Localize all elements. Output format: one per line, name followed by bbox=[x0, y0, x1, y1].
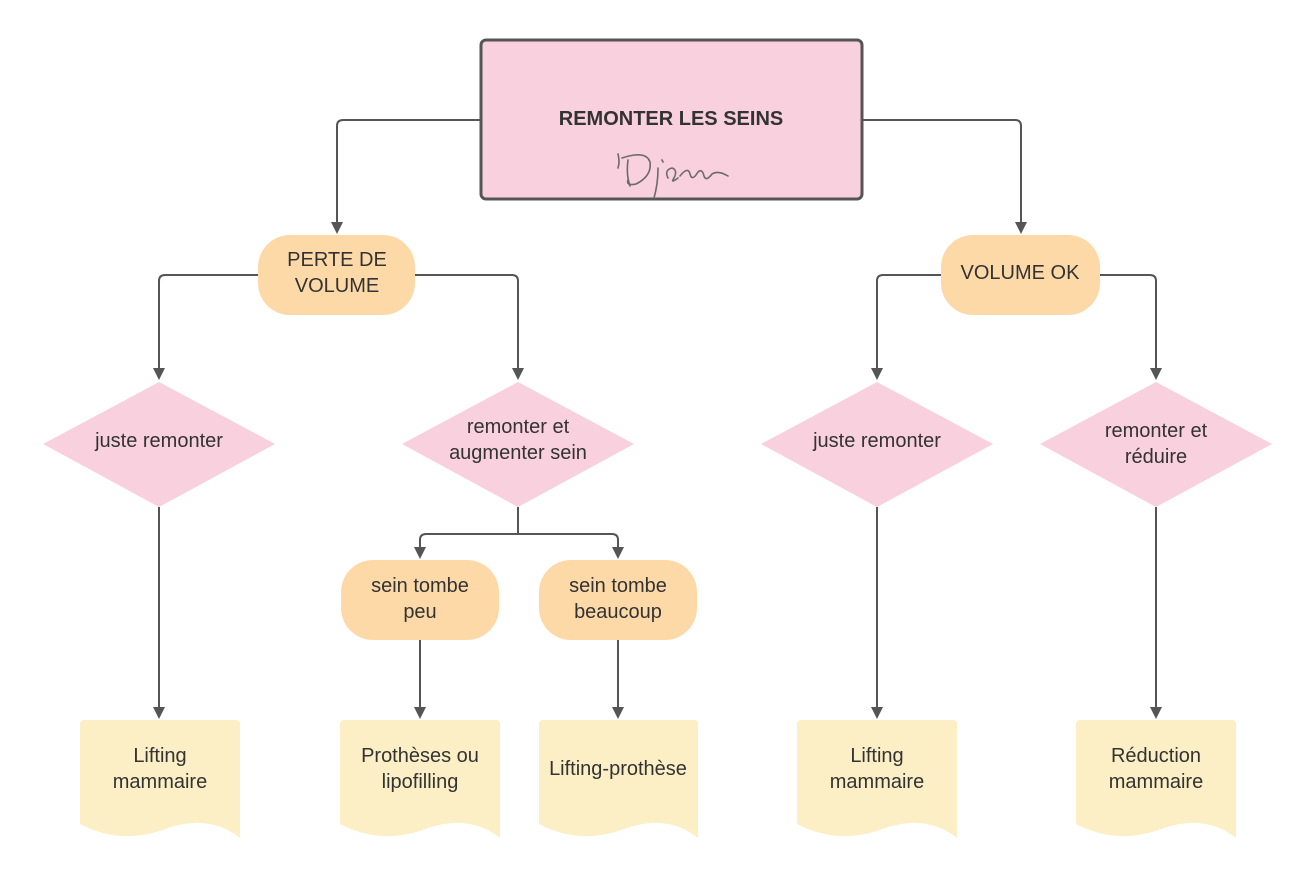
decision-d2-label-line2: augmenter sein bbox=[449, 442, 587, 464]
decision-d4-shape bbox=[1040, 382, 1272, 507]
decision-d3-label: juste remonter bbox=[812, 430, 941, 452]
option-s2-label-line2: beaucoup bbox=[574, 601, 662, 623]
edges bbox=[153, 119, 1162, 719]
signature-mark bbox=[617, 153, 729, 199]
result-r4-label-line2: mammaire bbox=[830, 771, 924, 793]
result-lifting-mammaire-left: Lifting mammaire bbox=[80, 720, 240, 838]
decision-juste-remonter-left: juste remonter bbox=[43, 382, 275, 507]
option-sein-tombe-peu: sein tombe peu bbox=[341, 560, 499, 640]
branch-perte-label-line2: VOLUME bbox=[295, 275, 379, 297]
decision-remonter-augmenter: remonter et augmenter sein bbox=[402, 382, 634, 507]
edge-title-to-perte bbox=[331, 119, 480, 234]
option-s2-label-line1: sein tombe bbox=[569, 575, 667, 597]
edge-volume-to-d3 bbox=[871, 274, 941, 380]
branch-volume-ok-shape bbox=[941, 235, 1100, 315]
result-r3-shape bbox=[539, 720, 698, 838]
decision-d2-shape bbox=[402, 382, 634, 507]
decision-d3-shape bbox=[761, 382, 993, 507]
result-r2-label-line2: lipofilling bbox=[382, 771, 459, 793]
edge-perte-to-d1 bbox=[153, 274, 258, 380]
decision-d4-label-line2: réduire bbox=[1125, 446, 1187, 468]
edge-perte-to-d2 bbox=[415, 274, 524, 380]
decision-d1-shape bbox=[43, 382, 275, 507]
result-protheses-lipofilling: Prothèses ou lipofilling bbox=[340, 720, 500, 838]
result-r5-label-line2: mammaire bbox=[1109, 771, 1203, 793]
result-r1-label-line1: Lifting bbox=[133, 745, 186, 767]
option-s2-shape bbox=[539, 560, 697, 640]
decision-d2-label-line1: remonter et bbox=[467, 416, 570, 438]
edge-d2-to-s1 bbox=[414, 507, 519, 559]
decision-d4-label-line1: remonter et bbox=[1105, 420, 1208, 442]
branch-volume-ok-label: VOLUME OK bbox=[961, 262, 1081, 284]
decision-d1-label: juste remonter bbox=[94, 430, 223, 452]
edge-title-to-volume-ok bbox=[862, 119, 1027, 234]
decision-remonter-reduire: remonter et réduire bbox=[1040, 382, 1272, 507]
result-r5-label-line1: Réduction bbox=[1111, 745, 1201, 767]
branch-volume-ok: VOLUME OK bbox=[941, 235, 1100, 315]
edge-volume-to-d4 bbox=[1100, 274, 1162, 380]
branch-perte-shape bbox=[258, 235, 415, 315]
result-r4-shape bbox=[797, 720, 957, 838]
title-box-shape bbox=[479, 38, 864, 201]
option-s1-shape bbox=[341, 560, 499, 640]
result-r2-shape bbox=[340, 720, 500, 838]
result-r4-label-line1: Lifting bbox=[850, 745, 903, 767]
edge-d2-to-s2 bbox=[518, 533, 624, 559]
result-lifting-prothese: Lifting-prothèse bbox=[539, 720, 698, 838]
title-box: REMONTER LES SEINS bbox=[479, 38, 864, 201]
branch-perte-label-line1: PERTE DE bbox=[287, 249, 387, 271]
result-r2-label-line1: Prothèses ou bbox=[361, 745, 479, 767]
result-reduction-mammaire: Réduction mammaire bbox=[1076, 720, 1236, 838]
result-r1-shape bbox=[80, 720, 240, 838]
option-sein-tombe-beaucoup: sein tombe beaucoup bbox=[539, 560, 697, 640]
decision-juste-remonter-right: juste remonter bbox=[761, 382, 993, 507]
title-text: REMONTER LES SEINS bbox=[559, 108, 783, 130]
result-lifting-mammaire-right: Lifting mammaire bbox=[797, 720, 957, 838]
result-r3-label: Lifting-prothèse bbox=[549, 758, 687, 780]
option-s1-label-line2: peu bbox=[403, 601, 436, 623]
result-r5-shape bbox=[1076, 720, 1236, 838]
branch-perte-de-volume: PERTE DE VOLUME bbox=[258, 235, 415, 315]
result-r1-label-line2: mammaire bbox=[113, 771, 207, 793]
option-s1-label-line1: sein tombe bbox=[371, 575, 469, 597]
